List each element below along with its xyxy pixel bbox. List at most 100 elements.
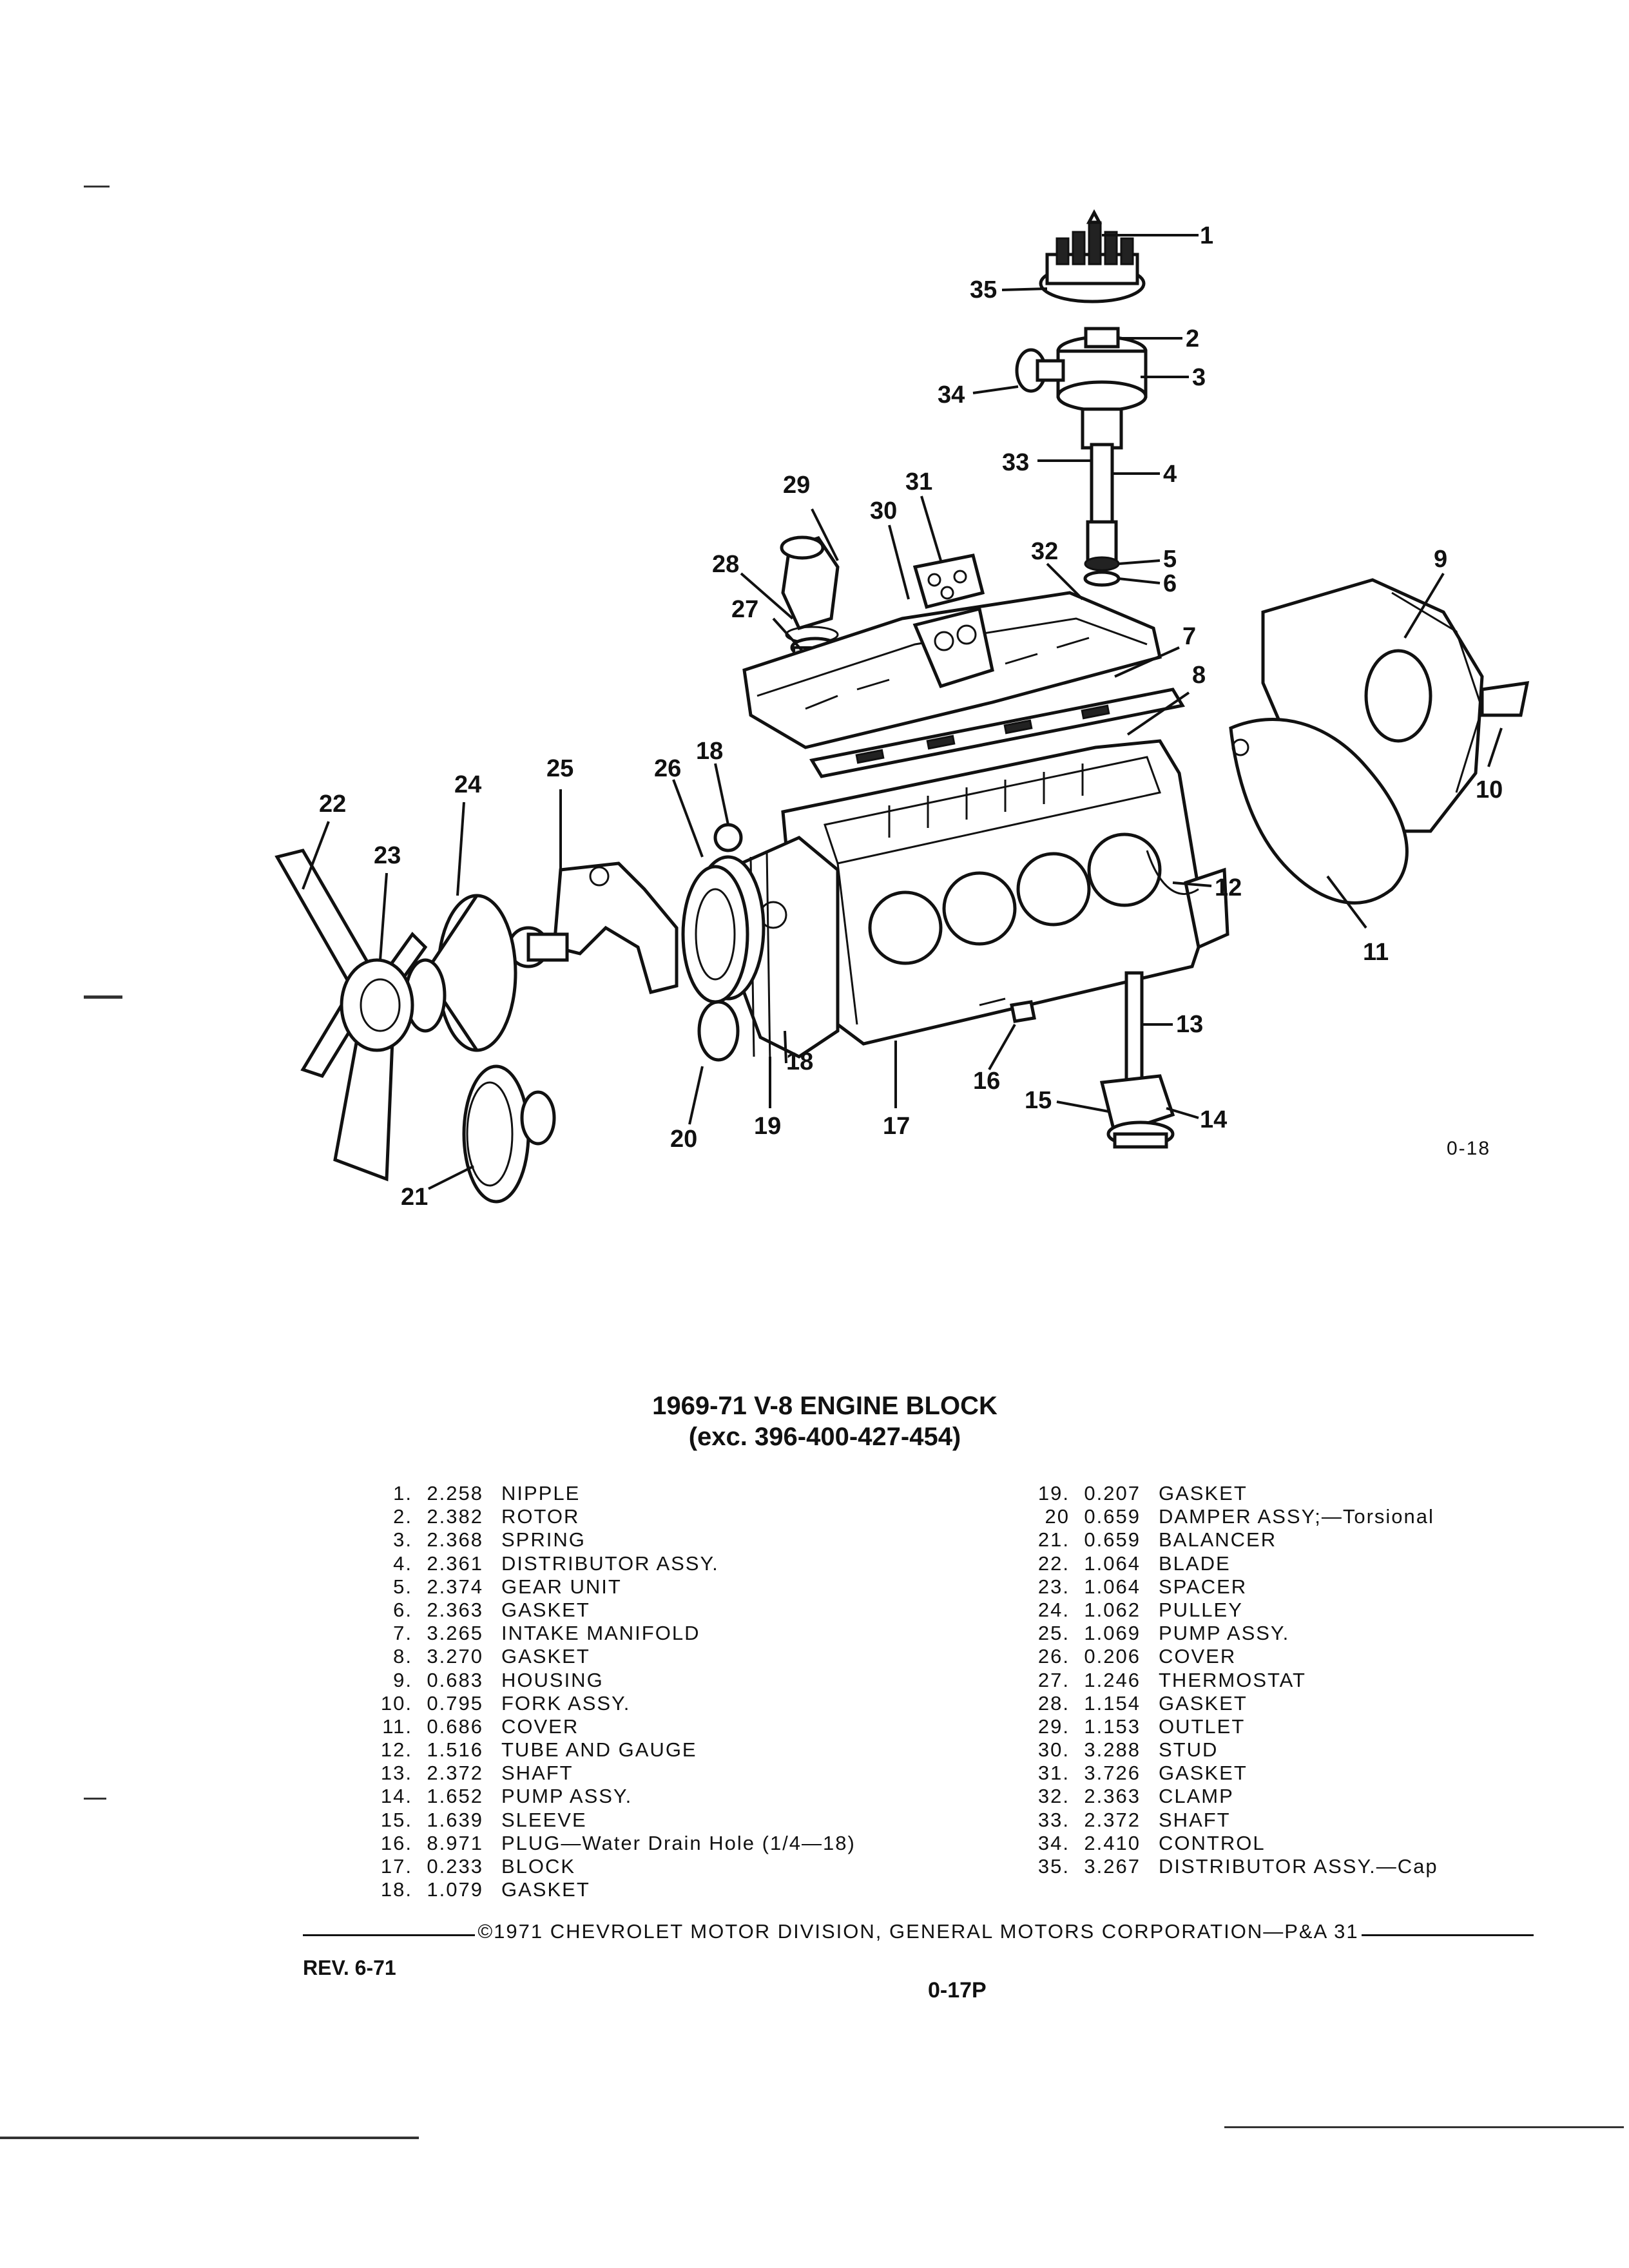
part-number: 17. [380,1855,412,1878]
part-code: 0.683 [427,1668,483,1691]
part-code: 2.372 [1084,1808,1141,1831]
part-code: 1.079 [427,1878,483,1901]
part-description: GASKET [1159,1482,1248,1504]
part-number: 34. [1037,1831,1070,1854]
part-number: 11. [382,1715,412,1738]
part-description: SPACER [1159,1575,1248,1598]
part-number: 33. [1037,1808,1070,1831]
part-description: GASKET [501,1645,590,1668]
balancer-part [462,1064,556,1204]
callout-4: 4 [1163,461,1177,488]
part-number: 18. [380,1878,412,1901]
part-number: 30. [1037,1738,1070,1762]
callout-9: 9 [1434,546,1447,573]
copyright-text: ©1971 CHEVROLET MOTOR DIVISION, GENERAL … [477,1920,1359,1943]
part-description: GEAR UNIT [501,1575,622,1598]
callout-18-lower: 18 [786,1048,813,1075]
callout-15: 15 [1025,1087,1052,1114]
damper-part [681,855,766,1062]
part-description: INTAKE MANIFOLD [501,1622,700,1645]
bottom-rule-right [1224,2126,1624,2128]
part-description: SHAFT [501,1762,574,1785]
part-number: 2. [393,1505,412,1528]
part-number: 16. [380,1831,412,1854]
callout-14: 14 [1200,1106,1227,1133]
callout-29: 29 [783,472,810,499]
part-number: 25. [1037,1622,1070,1645]
diagram-title: 1969-71 V-8 ENGINE BLOCK [652,1392,998,1420]
part-code: 1.153 [1084,1715,1141,1738]
part-description: GASKET [1159,1762,1248,1785]
part-code: 3.265 [427,1622,483,1645]
part-code: 8.971 [427,1831,483,1854]
revision-label: REV. 6-71 [303,1956,396,1979]
callout-1: 1 [1200,222,1213,249]
part-description: DISTRIBUTOR ASSY.—Cap [1159,1855,1438,1878]
part-number: 3. [393,1528,412,1552]
part-code: 2.363 [427,1598,483,1621]
callout-32: 32 [1031,538,1058,565]
callout-25: 25 [546,755,574,782]
part-number: 7. [393,1622,412,1645]
fan-blade-part [275,849,428,1182]
part-description: FORK ASSY. [501,1691,631,1715]
part-code: 1.064 [1084,1552,1141,1575]
part-number: 35. [1037,1855,1070,1878]
part-code: 2.361 [427,1552,483,1575]
part-code: 3.288 [1084,1738,1141,1762]
bottom-rule-left [0,2137,419,2139]
part-description: ROTOR [501,1505,580,1528]
part-code: 0.233 [427,1855,483,1878]
part-code: 2.258 [427,1482,483,1504]
part-number: 13. [380,1762,412,1785]
copyright-line: ©1971 CHEVROLET MOTOR DIVISION, GENERAL … [303,1920,1534,1943]
distributor-shaft-part [1083,443,1121,587]
callout-30: 30 [870,497,897,524]
part-description: PULLEY [1159,1598,1243,1621]
callout-19: 19 [754,1113,781,1140]
part-description: BLADE [1159,1552,1231,1575]
callout-3: 3 [1192,364,1206,391]
part-description: BLOCK [501,1855,576,1878]
part-code: 1.154 [1084,1691,1141,1715]
part-code: 1.516 [427,1738,483,1762]
part-number: 9. [393,1668,412,1691]
callout-13: 13 [1176,1011,1203,1038]
part-number: 32. [1037,1785,1070,1808]
part-number: 12. [380,1738,412,1762]
page-number: 0-17P [928,1978,987,2003]
part-description: GASKET [501,1878,590,1901]
callout-6: 6 [1163,570,1177,597]
part-code: 0.659 [1084,1528,1141,1552]
callout-8: 8 [1192,662,1206,689]
part-number: 31. [1037,1762,1070,1785]
engine-exploded-diagram: 1 35 2 3 34 33 4 5 6 29 30 31 32 28 27 7… [275,209,1530,1211]
part-number: 23. [1037,1575,1070,1598]
drain-plug-part [979,997,1036,1023]
callout-12: 12 [1215,874,1242,901]
part-code: 3.726 [1084,1762,1141,1785]
callout-26: 26 [654,755,681,782]
part-description: PLUG—Water Drain Hole (1/4—18) [501,1831,856,1854]
callout-34: 34 [938,381,965,408]
callout-18-upper: 18 [696,738,723,765]
part-number: 8. [393,1645,412,1668]
callout-2: 2 [1186,325,1199,352]
callout-35: 35 [970,276,997,303]
